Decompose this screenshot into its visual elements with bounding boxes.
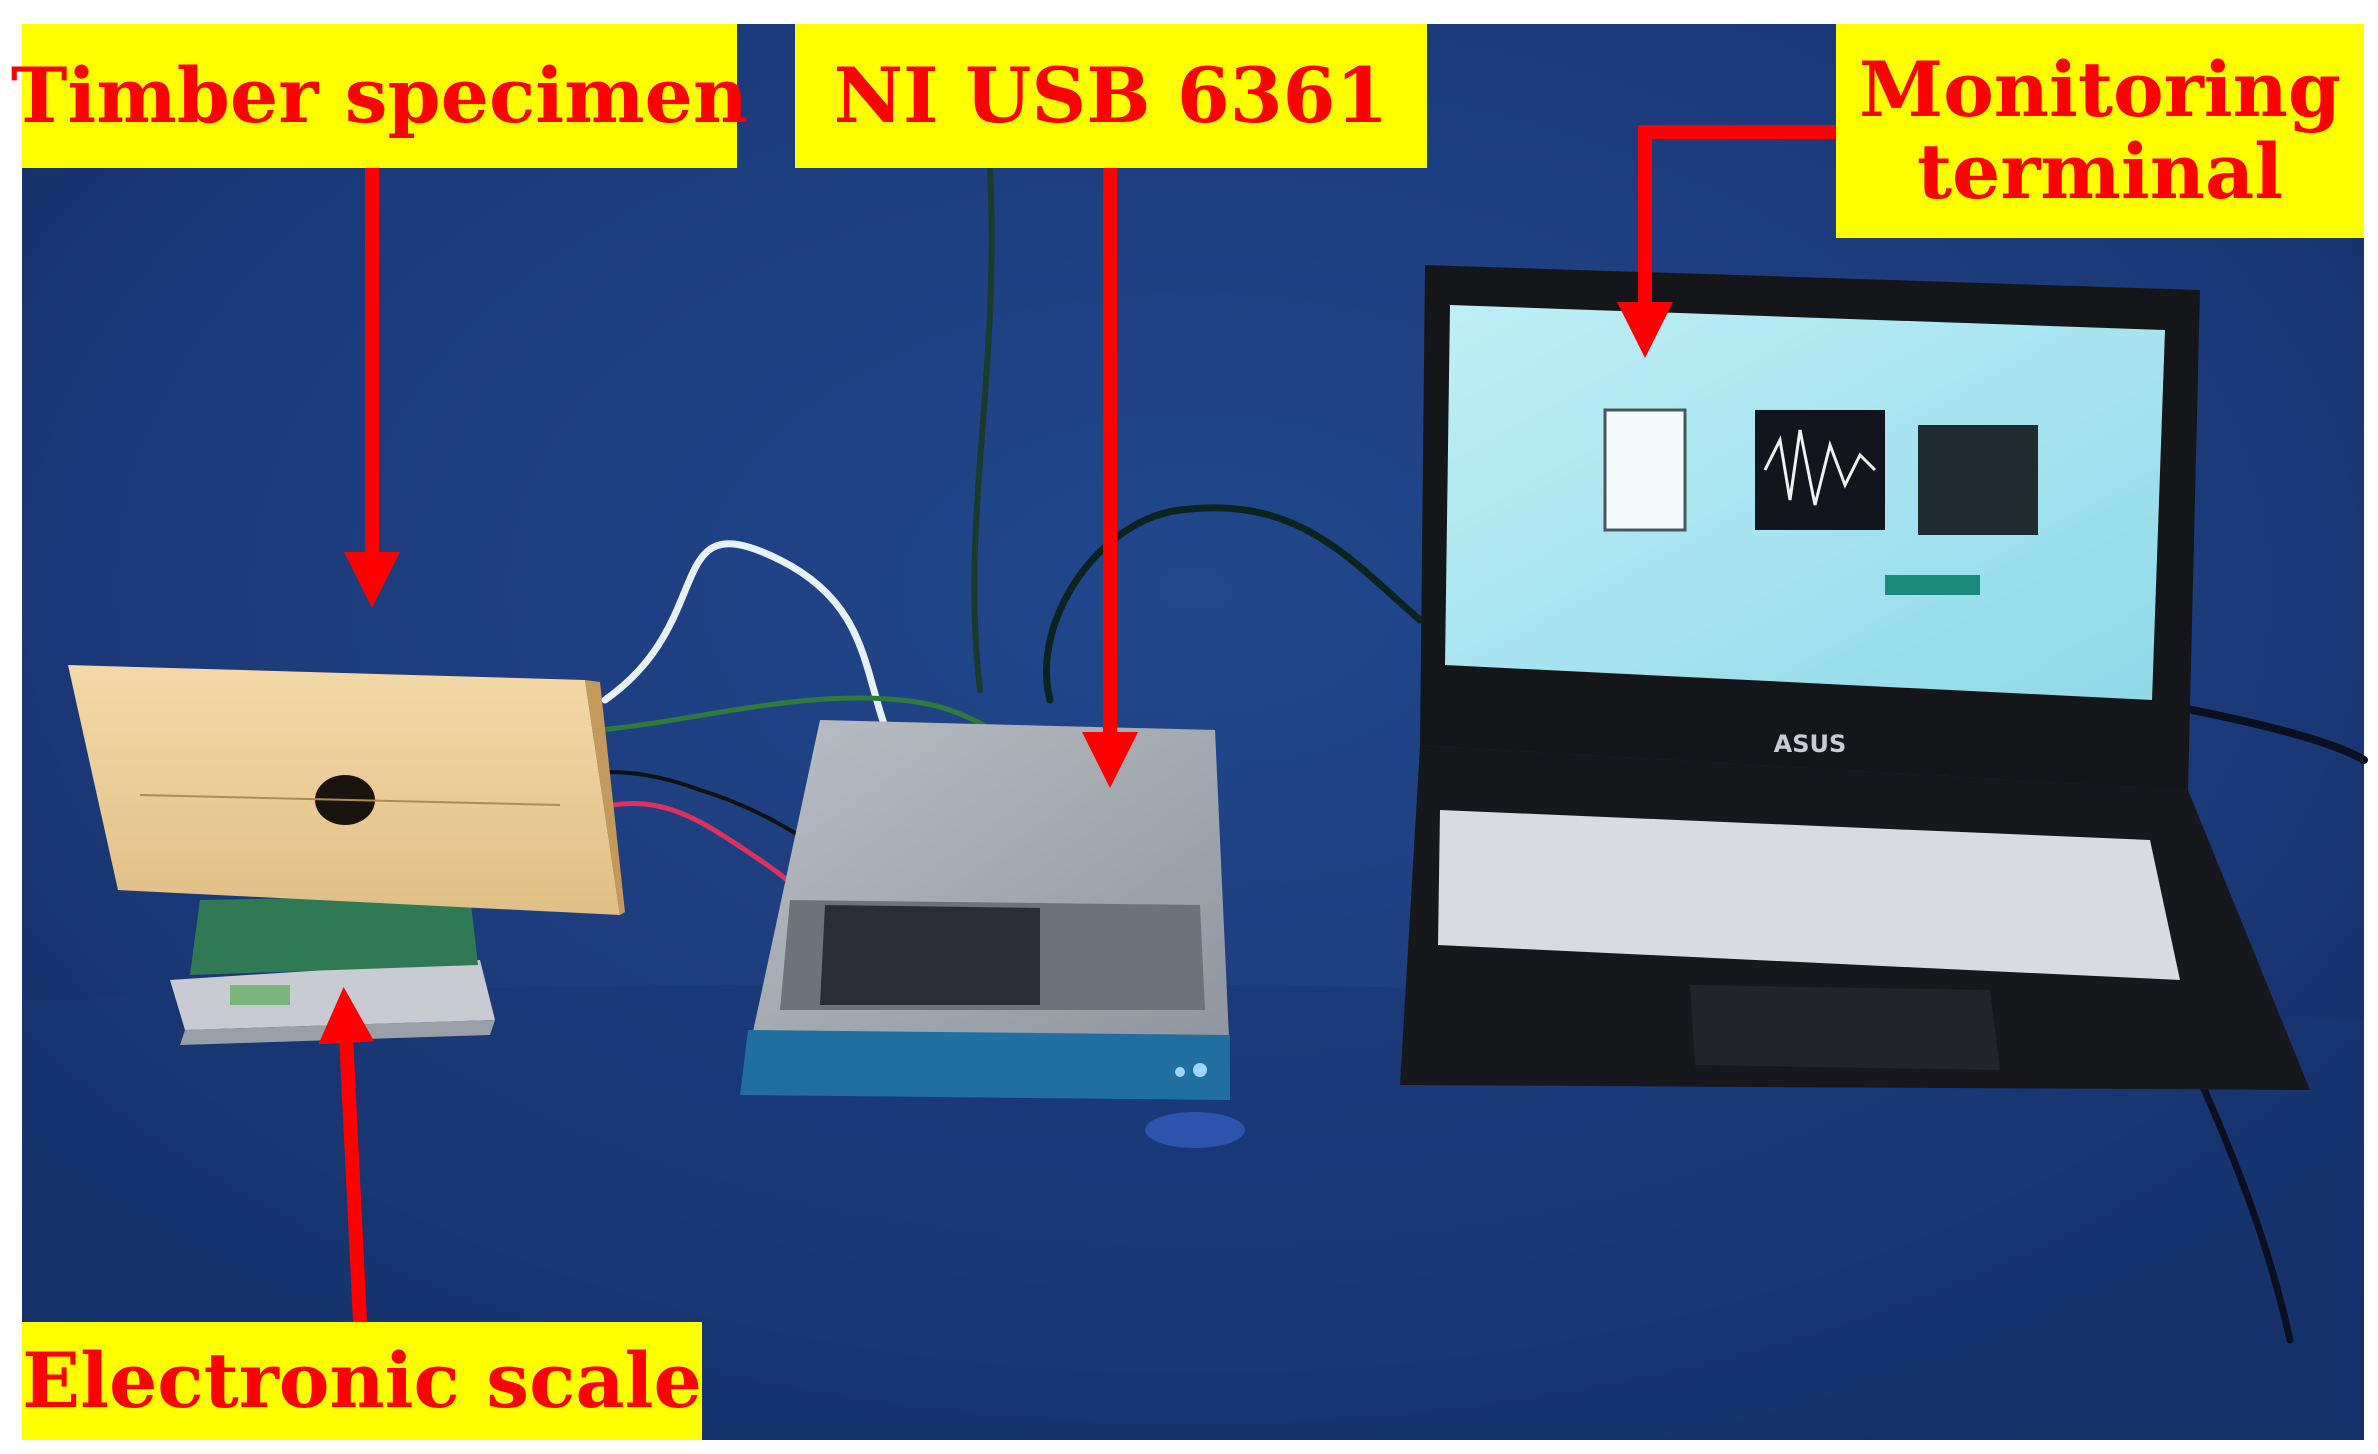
label-ni-usb-6361-text: NI USB 6361 xyxy=(833,50,1389,140)
arrow-scale xyxy=(318,987,375,1330)
label-electronic-scale-text: Electronic scale xyxy=(22,1335,702,1425)
timber-specimen xyxy=(68,665,625,915)
arrow-monitoring xyxy=(1617,125,1843,358)
label-monitoring-line2: terminal xyxy=(1916,127,2284,216)
ni-daq-device xyxy=(740,720,1245,1148)
label-monitoring-terminal: Monitoring terminal xyxy=(1836,24,2364,238)
electronic-scale xyxy=(170,895,495,1045)
label-timber-specimen: Timber specimen xyxy=(11,24,748,168)
label-ni-usb-6361: NI USB 6361 xyxy=(795,24,1427,168)
laptop: ASUS xyxy=(1400,265,2310,1090)
arrows xyxy=(318,125,1843,1330)
label-timber-specimen-text: Timber specimen xyxy=(10,50,749,140)
label-monitoring-line1: Monitoring xyxy=(1858,44,2342,134)
label-electronic-scale: Electronic scale xyxy=(22,1322,702,1440)
laptop-brand-logo: ASUS xyxy=(1774,730,1847,758)
